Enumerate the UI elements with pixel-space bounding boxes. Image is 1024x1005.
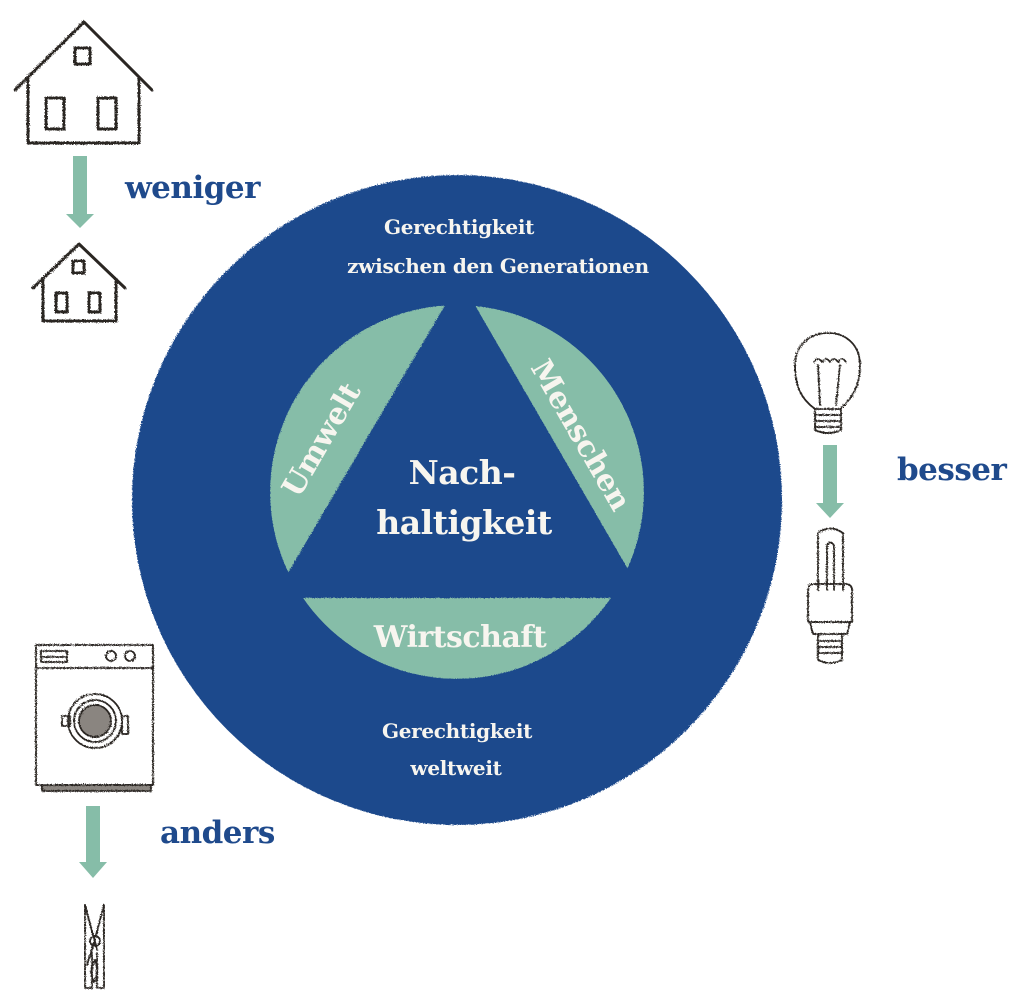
ring-top-line2: zwischen den Generationen xyxy=(347,254,649,278)
ring-bottom-line2: weltweit xyxy=(409,756,502,780)
incandescent-bulb-icon xyxy=(794,332,861,434)
label-anders: anders xyxy=(160,815,275,851)
ring-top-line1: Gerechtigkeit xyxy=(384,215,535,239)
center-triangle xyxy=(290,308,628,585)
label-weniger: weniger xyxy=(125,170,260,206)
small-house-icon xyxy=(31,242,127,323)
label-besser: besser xyxy=(897,452,1007,488)
center-label-line2: haltigkeit xyxy=(376,503,553,542)
ring-bottom-line1: Gerechtigkeit xyxy=(382,719,533,743)
center-label-line1: Nach- xyxy=(409,453,516,492)
arrow-down-icon xyxy=(79,806,107,878)
washing-machine-icon xyxy=(35,644,154,792)
clothespin-icon xyxy=(84,904,105,989)
arrow-down-icon xyxy=(816,445,844,518)
large-house-icon xyxy=(13,20,154,145)
segment-label-wirtschaft: Wirtschaft xyxy=(373,620,547,655)
energy-saving-bulb-icon xyxy=(807,527,853,664)
arrow-down-icon xyxy=(66,156,94,228)
